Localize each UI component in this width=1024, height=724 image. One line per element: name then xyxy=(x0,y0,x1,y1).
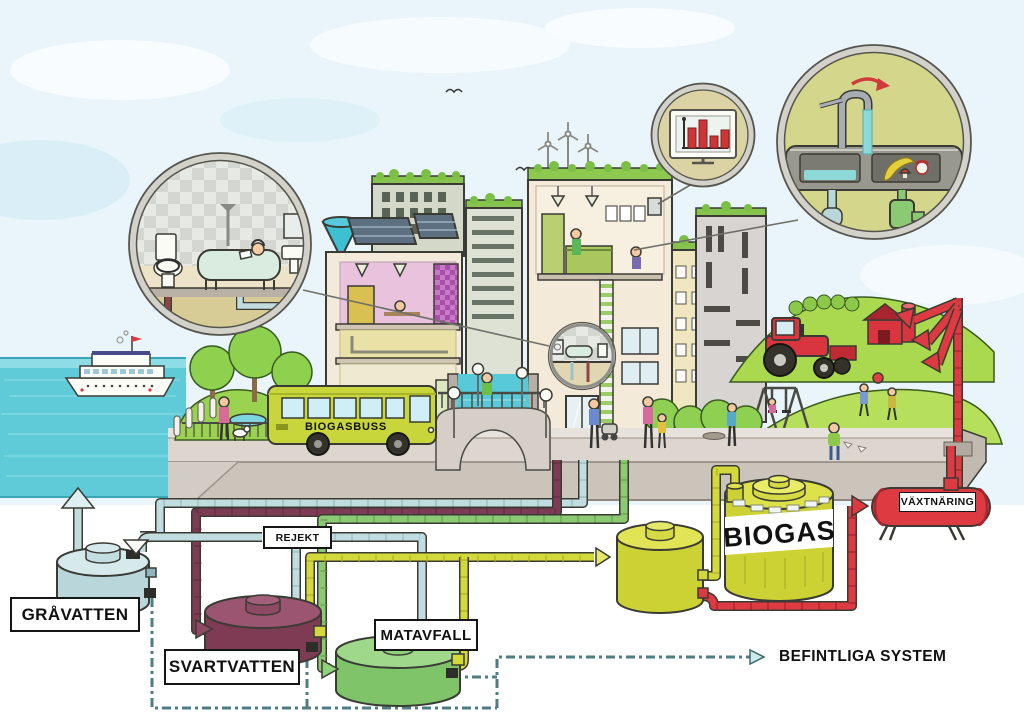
tractor-icon xyxy=(763,317,857,379)
pendant-lamp-icon xyxy=(550,195,566,208)
nutrient-riser-pipe xyxy=(894,297,973,492)
person-on-bridge xyxy=(481,372,493,395)
lampposts xyxy=(447,362,553,438)
kitchen-sink-inset-icon xyxy=(776,44,972,240)
wall-monitor-icon xyxy=(647,197,662,216)
gas-pipe xyxy=(702,465,740,581)
nutrient-tank-icon xyxy=(871,477,991,541)
digester-tank-icon xyxy=(616,520,709,614)
mushroom-icon xyxy=(903,172,907,178)
existing-system-arrow-icon xyxy=(749,648,766,666)
nutrient-arrows xyxy=(894,297,963,374)
person-sitting xyxy=(828,422,840,460)
arrow-connector-icon xyxy=(595,546,612,568)
sink-icon xyxy=(281,213,307,274)
picture-frames xyxy=(605,205,646,222)
tank-windows xyxy=(732,496,830,514)
person xyxy=(394,300,406,312)
ferry-boat-icon xyxy=(64,330,176,397)
underground-network xyxy=(56,446,991,710)
dog-icon xyxy=(232,425,251,441)
bollards xyxy=(173,397,217,437)
blackwater-tank-icon xyxy=(195,594,327,667)
kitchen-cabinet xyxy=(541,213,565,275)
bird-icon xyxy=(445,88,463,94)
desk xyxy=(384,312,420,316)
bathroom-cutaway-circle xyxy=(547,321,617,391)
children-playing xyxy=(859,372,897,421)
arrow-connector-icon xyxy=(851,494,870,518)
bar-chart-inset-icon xyxy=(650,82,756,188)
child-on-swing xyxy=(767,397,777,413)
utility-floor xyxy=(339,329,457,359)
pedestrians xyxy=(588,396,840,460)
biogas-bus-icon xyxy=(267,385,437,456)
banana-peel-icon xyxy=(883,157,916,181)
pendant-lamp-icon xyxy=(392,263,408,278)
bars xyxy=(687,119,730,149)
person-with-dog xyxy=(218,396,251,441)
up-arrow-icon xyxy=(60,486,96,509)
bathroom-inset-icon xyxy=(128,152,312,336)
water-stream xyxy=(862,109,873,155)
bathroom-wall xyxy=(433,263,459,325)
faucet-icon xyxy=(819,77,890,155)
green-roof xyxy=(527,167,673,181)
pendant-lamp-icon xyxy=(354,263,370,278)
biogas-tank-icon xyxy=(724,474,834,602)
pendant-lamp-icon xyxy=(584,195,600,208)
window xyxy=(621,327,659,385)
inset-leader-lines xyxy=(302,183,799,347)
tall-building xyxy=(527,122,673,453)
solar-panel-icon xyxy=(346,213,460,245)
person xyxy=(570,228,582,240)
food-waste-tank-icon xyxy=(321,634,465,707)
food-scraps xyxy=(883,157,929,181)
manhole xyxy=(702,432,726,440)
wind-turbine-icon xyxy=(537,122,599,170)
